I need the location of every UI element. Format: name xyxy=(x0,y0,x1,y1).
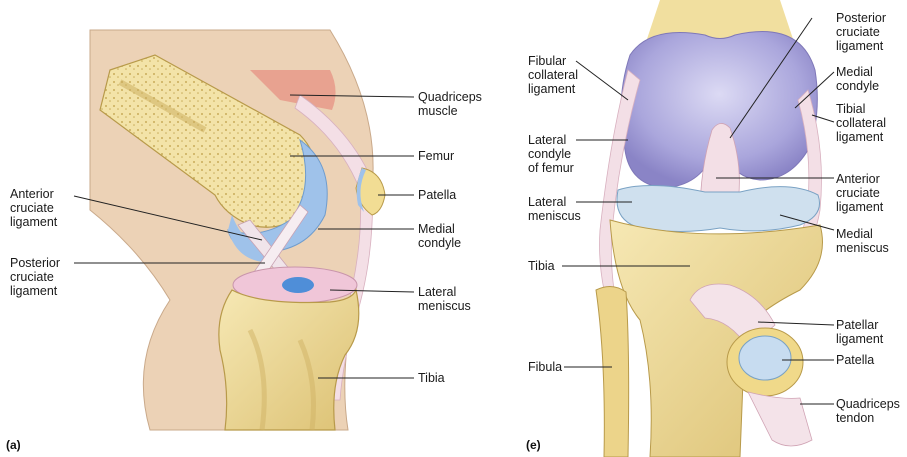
patella-cartilage-e xyxy=(739,336,791,380)
label-medial-condyle-e: Medial condyle xyxy=(836,65,879,93)
fibula-bone xyxy=(596,286,629,457)
label-patellar-ligament: Patellar ligament xyxy=(836,318,883,346)
label-patella-a: Patella xyxy=(418,188,456,202)
label-tibia-a: Tibia xyxy=(418,371,445,385)
quadriceps-tendon-e xyxy=(748,392,812,446)
label-tibia-e: Tibia xyxy=(528,259,555,273)
label-lateral-condyle: Lateral condyle of femur xyxy=(528,133,574,175)
label-quadriceps-muscle: Quadriceps muscle xyxy=(418,90,482,118)
panel-e-tag: (e) xyxy=(526,438,541,452)
panel-e-illustration xyxy=(596,0,823,457)
label-anterior-cruciate-e: Anterior cruciate ligament xyxy=(836,172,883,214)
panel-a-tag: (a) xyxy=(6,438,21,452)
label-fibula: Fibula xyxy=(528,360,562,374)
panel-a-illustration xyxy=(90,30,385,430)
label-tibial-collateral: Tibial collateral ligament xyxy=(836,102,886,144)
label-medial-condyle-a: Medial condyle xyxy=(418,222,461,250)
label-patella-e: Patella xyxy=(836,353,874,367)
label-medial-meniscus: Medial meniscus xyxy=(836,227,889,255)
label-femur-a: Femur xyxy=(418,149,454,163)
label-anterior-cruciate-a: Anterior cruciate ligament xyxy=(10,187,57,229)
tibial-articular-surface xyxy=(282,277,314,293)
label-quadriceps-tendon: Quadriceps tendon xyxy=(836,397,900,425)
label-lateral-meniscus-e: Lateral meniscus xyxy=(528,195,581,223)
label-posterior-cruciate-a: Posterior cruciate ligament xyxy=(10,256,60,298)
label-lateral-meniscus-a: Lateral meniscus xyxy=(418,285,471,313)
menisci-plate xyxy=(617,185,820,231)
label-posterior-cruciate-e: Posterior cruciate ligament xyxy=(836,11,886,53)
leader-fibular-collateral xyxy=(576,61,628,100)
label-fibular-collateral: Fibular collateral ligament xyxy=(528,54,578,96)
